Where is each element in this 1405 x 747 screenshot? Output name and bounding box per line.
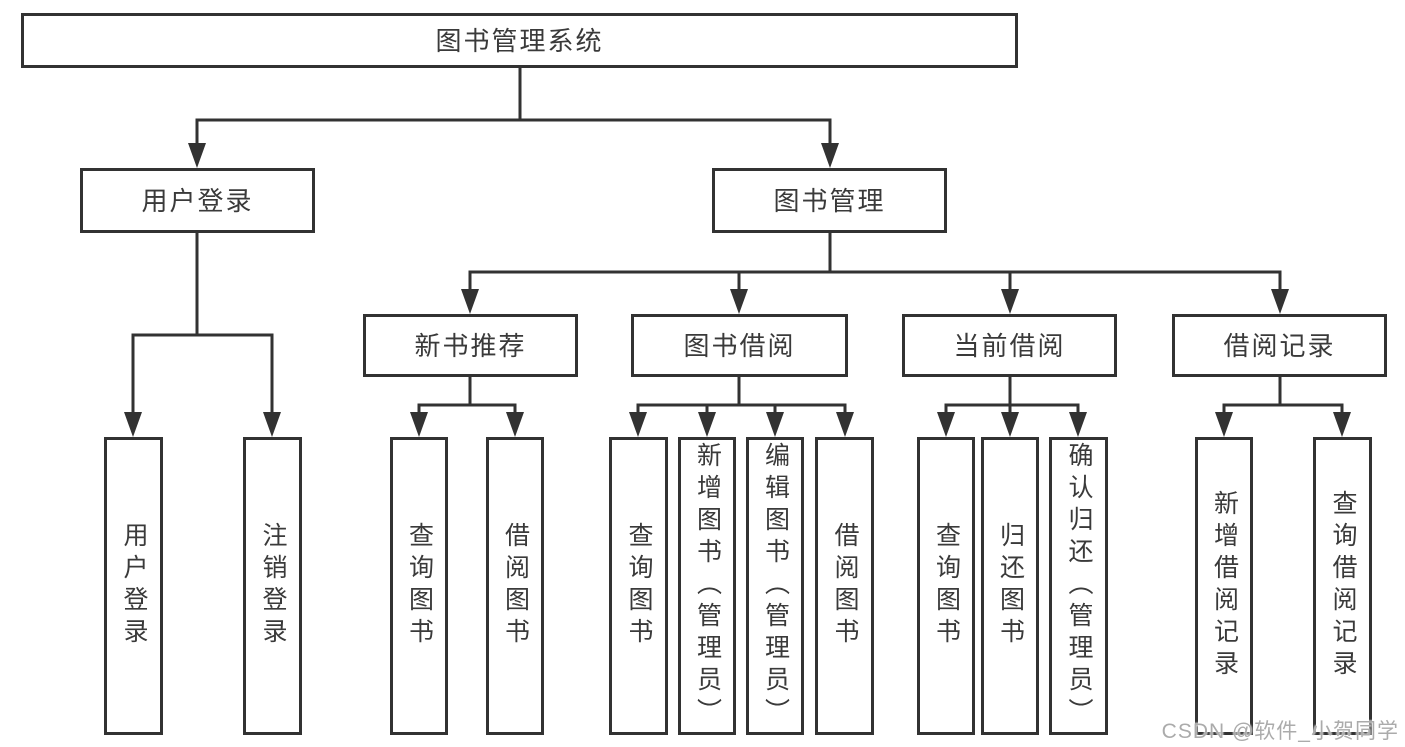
edge-level3-bar: [468, 270, 1282, 290]
csdn-watermark: CSDN @软件_小贺同学: [1161, 720, 1399, 743]
node-new-book-recommend-label: 新书推荐: [414, 330, 527, 361]
arrowhead-user-login: [188, 143, 206, 168]
arrowhead-leaf-user-login: [124, 412, 142, 437]
node-book-management: 图书管理: [712, 168, 947, 233]
leaf-bb-borrow-books-label: 借阅图书: [831, 522, 859, 650]
leaf-nb-borrow-books-label: 借阅图书: [501, 522, 530, 650]
leaf-cb-confirm-return-label: 确认归还（管理员）: [1065, 442, 1093, 730]
node-book-borrow-label: 图书借阅: [683, 330, 796, 361]
leaf-cb-return-books: 归还图书: [981, 437, 1039, 735]
arrowhead-nb-query: [410, 412, 428, 437]
edge-cb-bar: [944, 403, 1080, 414]
node-user-login-label: 用户登录: [141, 185, 254, 216]
leaf-br-query-record: 查询借阅记录: [1313, 437, 1372, 735]
leaf-bb-add-books: 新增图书（管理员）: [678, 437, 736, 735]
leaf-user-login-label: 用户登录: [120, 522, 148, 650]
leaf-logout: 注销登录: [243, 437, 302, 735]
leaf-bb-edit-books: 编辑图书（管理员）: [746, 437, 804, 735]
node-new-book-recommend: 新书推荐: [363, 314, 578, 377]
edges-user-login: [124, 233, 281, 437]
arrowhead-cb-return: [1001, 412, 1019, 437]
node-book-borrow: 图书借阅: [631, 314, 848, 377]
arrowhead-cb-confirm: [1069, 412, 1087, 437]
edges-borrow-records: [1215, 377, 1351, 437]
leaf-nb-borrow-books: 借阅图书: [486, 437, 544, 735]
leaf-br-query-record-label: 查询借阅记录: [1329, 490, 1357, 682]
arrowhead-bb-add: [698, 412, 716, 437]
arrowhead-nb-borrow: [506, 412, 524, 437]
arrowhead-new-book-recommend: [461, 289, 479, 314]
arrowhead-br-query: [1333, 412, 1351, 437]
leaf-cb-query-books-label: 查询图书: [932, 522, 961, 650]
leaf-br-add-record-label: 新增借阅记录: [1210, 490, 1239, 682]
edges-book-management: [461, 233, 1289, 314]
node-borrow-records-label: 借阅记录: [1223, 330, 1336, 361]
leaf-bb-query-books-label: 查询图书: [625, 522, 653, 650]
leaf-cb-return-books-label: 归还图书: [996, 522, 1025, 650]
edge-user-login-bar: [131, 333, 274, 413]
node-book-management-label: 图书管理: [773, 185, 886, 216]
edges-new-book-recommend: [410, 377, 524, 437]
leaf-nb-query-books-label: 查询图书: [405, 522, 434, 650]
arrowhead-book-borrow: [730, 289, 748, 314]
node-current-borrow: 当前借阅: [902, 314, 1117, 377]
node-root: 图书管理系统: [21, 13, 1018, 68]
edge-br-bar: [1222, 403, 1344, 414]
leaf-logout-label: 注销登录: [259, 522, 287, 650]
leaf-user-login: 用户登录: [104, 437, 163, 735]
leaf-br-add-record: 新增借阅记录: [1195, 437, 1253, 735]
edge-level2-bar: [195, 118, 832, 144]
arrowhead-borrow-records: [1271, 289, 1289, 314]
arrowhead-cb-query: [937, 412, 955, 437]
arrowhead-bb-edit: [766, 412, 784, 437]
edges-current-borrow: [937, 377, 1087, 437]
leaf-bb-edit-books-label: 编辑图书（管理员）: [761, 442, 790, 730]
arrowhead-book-management: [821, 143, 839, 168]
arrowhead-bb-query: [629, 412, 647, 437]
arrowhead-br-add: [1215, 412, 1233, 437]
edge-nb-bar: [417, 403, 517, 414]
leaf-cb-query-books: 查询图书: [917, 437, 975, 735]
leaf-bb-borrow-books: 借阅图书: [815, 437, 874, 735]
edge-bb-bar: [636, 403, 847, 414]
node-user-login: 用户登录: [80, 168, 315, 233]
node-current-borrow-label: 当前借阅: [953, 330, 1066, 361]
leaf-bb-query-books: 查询图书: [609, 437, 668, 735]
leaf-nb-query-books: 查询图书: [390, 437, 448, 735]
arrowhead-leaf-logout: [263, 412, 281, 437]
edges-root: [188, 68, 839, 168]
leaf-bb-add-books-label: 新增图书（管理员）: [693, 442, 722, 730]
node-borrow-records: 借阅记录: [1172, 314, 1387, 377]
edges-book-borrow: [629, 377, 854, 437]
leaf-cb-confirm-return: 确认归还（管理员）: [1049, 437, 1108, 735]
node-root-label: 图书管理系统: [435, 25, 604, 56]
arrowhead-bb-borrow: [836, 412, 854, 437]
arrowhead-current-borrow: [1001, 289, 1019, 314]
